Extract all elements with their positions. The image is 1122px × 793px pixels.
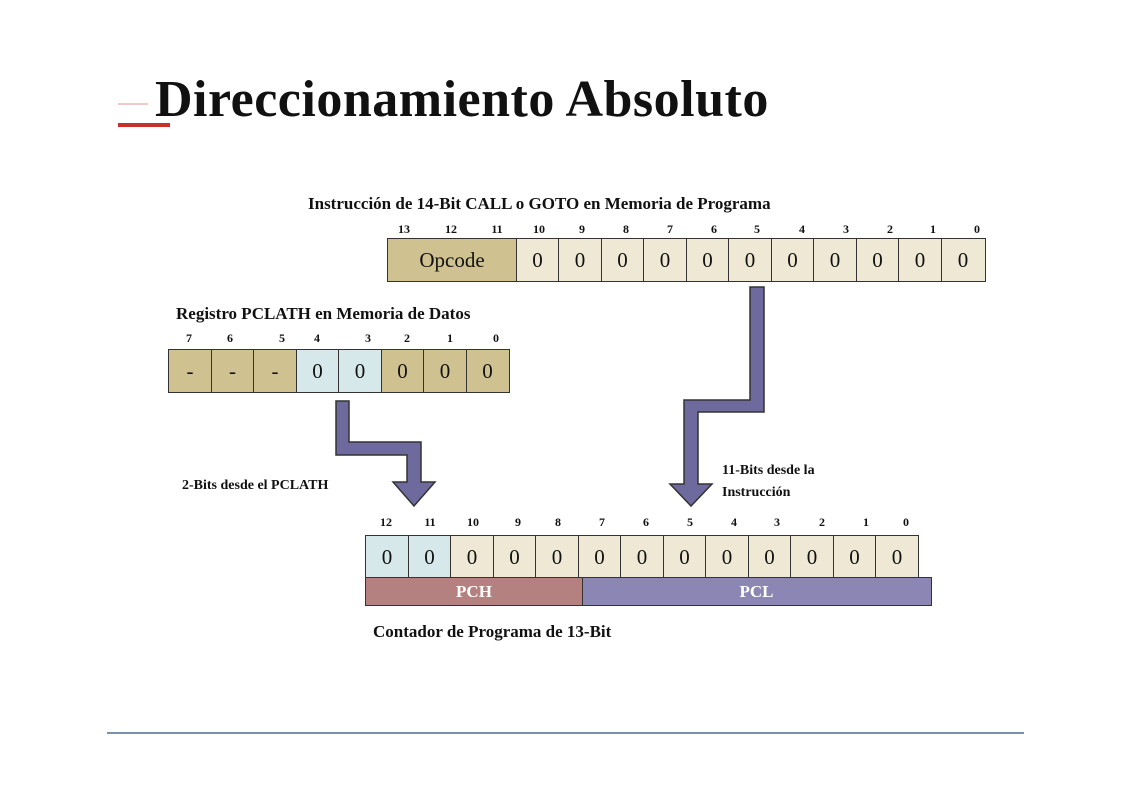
bit-index: 0 — [974, 222, 980, 236]
bit-index: 12 — [445, 222, 457, 236]
pc-bit-cell: 0 — [790, 535, 834, 579]
bit-index: 11 — [491, 222, 503, 236]
bit-index: 0 — [493, 331, 499, 345]
bit-index: 5 — [279, 331, 285, 345]
bit-index: 13 — [398, 222, 410, 236]
bit-index: 7 — [186, 331, 192, 345]
title-accent-shadow — [118, 103, 148, 105]
pclath-bit-cell: 0 — [295, 349, 340, 393]
bit-index: 9 — [515, 515, 521, 529]
pc-bit-cell: 0 — [577, 535, 622, 579]
bit-index: 5 — [687, 515, 693, 529]
pc-bit-cell: 0 — [407, 535, 452, 579]
instruction-bit-cell: 0 — [813, 238, 857, 282]
bit-index: 4 — [731, 515, 737, 529]
bit-index: 2 — [819, 515, 825, 529]
bit-index: 5 — [754, 222, 760, 236]
pclath-bit-cell: - — [210, 349, 255, 393]
bit-index: 3 — [843, 222, 849, 236]
bit-index: 6 — [711, 222, 717, 236]
pclath-bit-cell: - — [168, 349, 212, 393]
bit-index: 8 — [623, 222, 629, 236]
instruction-caption: Instrucción de 14-Bit CALL o GOTO en Mem… — [308, 194, 771, 213]
bit-index: 10 — [467, 515, 479, 529]
pc-byte-bars: PCH PCL — [365, 577, 932, 606]
pclath-bit-cell: 0 — [338, 349, 382, 393]
instruction-bits-annotation-line1: 11-Bits desde la — [722, 463, 815, 478]
bit-index: 2 — [887, 222, 893, 236]
pc-bit-cell: 0 — [705, 535, 749, 579]
instruction-bit-cell: 0 — [898, 238, 942, 282]
bit-index: 4 — [799, 222, 805, 236]
bit-index: 7 — [599, 515, 605, 529]
pclath-bit-cell: - — [253, 349, 297, 393]
bit-index: 7 — [667, 222, 673, 236]
pc-bit-cell: 0 — [450, 535, 494, 579]
pc-bit-cell: 0 — [365, 535, 409, 579]
pc-bit-cell: 0 — [875, 535, 919, 579]
instruction-bit-cell: 0 — [600, 238, 645, 282]
instruction-bit-cell: 0 — [770, 238, 815, 282]
bit-index: 8 — [555, 515, 561, 529]
pclath-bit-cell: 0 — [465, 349, 510, 393]
pcl-bar: PCL — [581, 577, 932, 606]
pc-bit-cell: 0 — [492, 535, 537, 579]
bit-index: 4 — [314, 331, 320, 345]
pc-bit-cell: 0 — [535, 535, 579, 579]
bit-index: 6 — [643, 515, 649, 529]
bit-index: 0 — [903, 515, 909, 529]
bit-index: 10 — [533, 222, 545, 236]
instruction-register: Opcode 0 0 0 0 0 0 0 0 0 0 0 — [387, 238, 986, 282]
bit-index: 2 — [404, 331, 410, 345]
pclath-bits-annotation: 2-Bits desde el PCLATH — [182, 478, 329, 493]
opcode-field: Opcode — [387, 238, 517, 282]
pclath-caption: Registro PCLATH en Memoria de Datos — [176, 304, 471, 323]
program-counter-register: 0 0 0 0 0 0 0 0 0 0 0 0 0 — [365, 535, 919, 579]
instruction-bit-cell: 0 — [940, 238, 986, 282]
pch-bar: PCH — [365, 577, 583, 606]
bit-index: 1 — [863, 515, 869, 529]
footer-rule — [107, 732, 1024, 734]
bit-index: 12 — [380, 515, 392, 529]
instruction-bit-cell: 0 — [728, 238, 772, 282]
instruction-bit-cell: 0 — [558, 238, 602, 282]
bit-index: 1 — [930, 222, 936, 236]
pclath-bit-cell: 0 — [423, 349, 467, 393]
instruction-bit-cell: 0 — [685, 238, 730, 282]
instruction-bit-cell: 0 — [643, 238, 687, 282]
bit-index: 9 — [579, 222, 585, 236]
bit-index: 6 — [227, 331, 233, 345]
pclath-register: - - - 0 0 0 0 0 — [168, 349, 510, 393]
pc-bit-cell: 0 — [620, 535, 664, 579]
bit-index: 11 — [424, 515, 436, 529]
instruction-bits-annotation-line2: Instrucción — [722, 485, 791, 500]
pc-bit-cell: 0 — [747, 535, 792, 579]
bit-index: 1 — [447, 331, 453, 345]
instruction-bit-cell: 0 — [515, 238, 560, 282]
pclath-bit-cell: 0 — [380, 349, 425, 393]
pclath-to-pc-arrow — [335, 400, 437, 508]
pc-bit-cell: 0 — [832, 535, 877, 579]
bit-index: 3 — [774, 515, 780, 529]
pc-caption: Contador de Programa de 13-Bit — [373, 622, 612, 641]
instruction-bit-cell: 0 — [855, 238, 900, 282]
title-accent — [118, 123, 170, 127]
bit-index: 3 — [365, 331, 371, 345]
page-title: Direccionamiento Absoluto — [155, 71, 769, 128]
instruction-to-pc-arrow — [668, 286, 765, 508]
pc-bit-cell: 0 — [662, 535, 707, 579]
